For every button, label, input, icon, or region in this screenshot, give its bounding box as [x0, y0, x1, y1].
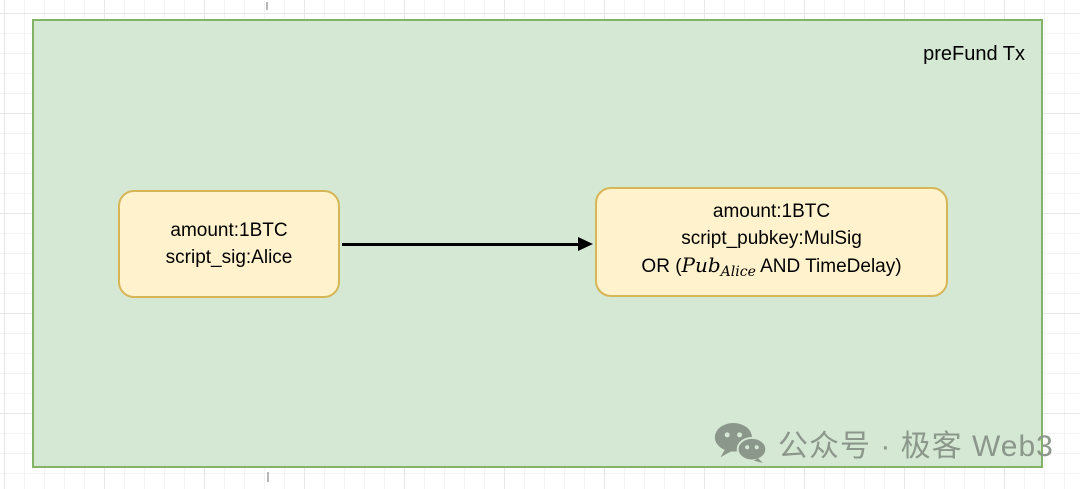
edge-line [342, 243, 580, 246]
output-node-script-pubkey: script_pubkey:MulSig [681, 228, 862, 249]
output-node-amount: amount:1BTC [712, 201, 831, 222]
condition-prefix: OR ( [641, 256, 682, 277]
input-node-script-sig: script_sig:Alice [165, 247, 293, 268]
output-node-script-condition: OR (PubAlice AND TimeDelay) [641, 252, 901, 286]
watermark-text: 公众号 · 极客 Web3 [778, 430, 1054, 463]
edge-arrowhead-icon [578, 237, 593, 251]
output-node: amount:1BTC script_pubkey:MulSig OR (Pub… [595, 187, 948, 297]
condition-pub-subscript: Alice [720, 264, 756, 280]
ruler-tick-top [266, 2, 268, 10]
wechat-icon [714, 423, 768, 463]
input-node-amount: amount:1BTC [170, 220, 288, 241]
condition-pub-math: Pub [681, 253, 721, 277]
prefund-tx-label: preFund Tx [923, 43, 1025, 65]
input-node: amount:1BTC script_sig:Alice [118, 190, 340, 298]
condition-suffix: AND TimeDelay) [755, 256, 902, 277]
ruler-tick-bottom [267, 472, 269, 482]
watermark: 公众号 · 极客 Web3 [714, 420, 1054, 466]
